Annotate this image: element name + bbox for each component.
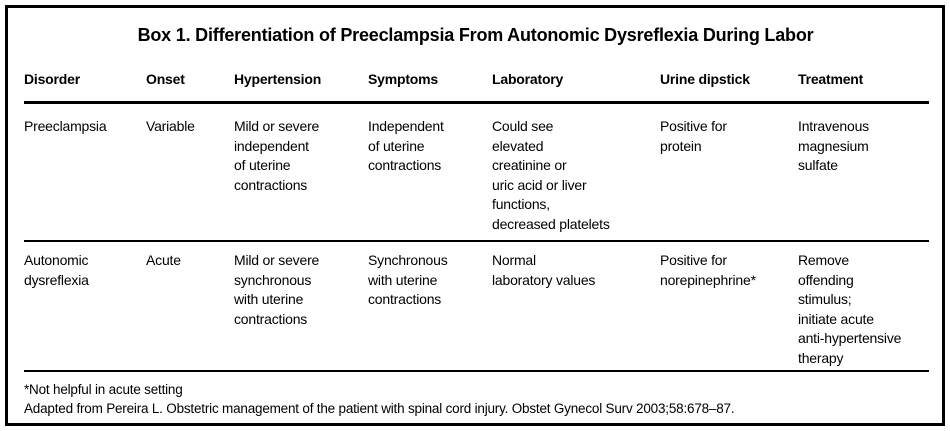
cell-treatment: Intravenous magnesium sulfate [798,118,869,173]
cell-hypertension: Mild or severe independent of uterine co… [234,118,320,193]
column-header-symptoms: Symptoms [368,71,438,87]
cell-onset: Acute [146,252,181,268]
column-header-hypertension: Hypertension [234,71,322,87]
cell-disorder: Preeclampsia [24,118,107,134]
cell-treatment: Remove offending stimulus; initiate acut… [798,252,902,366]
column-header-urine-dipstick: Urine dipstick [660,71,750,87]
cell-symptoms: Synchronous with uterine contractions [368,252,448,307]
cell-laboratory: Could see elevated creatinine or uric ac… [492,118,610,232]
cell-urine-dipstick: Positive for norepinephrine* [660,252,756,288]
cell-disorder: Autonomic dysreflexia [24,252,89,288]
table-row-preeclampsia: Preeclampsia Variable Mild or severe ind… [24,104,927,234]
column-header-disorder: Disorder [24,71,80,87]
footnote-divider [24,370,929,372]
cell-urine-dipstick: Positive for protein [660,118,727,154]
row-divider [24,240,929,242]
column-header-laboratory: Laboratory [492,71,564,87]
cell-laboratory: Normal laboratory values [492,252,596,288]
table-header-row: Disorder Onset Hypertension Symptoms Lab… [24,72,927,87]
box-content: Box 1. Differentiation of Preeclampsia F… [8,8,942,418]
box-title: Box 1. Differentiation of Preeclampsia F… [137,25,814,45]
footnote-source-citation: Adapted from Pereira L. Obstetric manage… [24,401,735,416]
footnote-asterisk: *Not helpful in acute setting [24,382,183,397]
cell-hypertension: Mild or severe synchronous with uterine … [234,252,320,327]
differentiation-box: Box 1. Differentiation of Preeclampsia F… [5,5,945,426]
cell-onset: Variable [146,118,195,134]
table-row-autonomic-dysreflexia: Autonomic dysreflexia Acute Mild or seve… [24,242,927,368]
cell-symptoms: Independent of uterine contractions [368,118,444,173]
header-divider [24,101,929,104]
column-header-treatment: Treatment [798,71,864,87]
column-header-onset: Onset [146,71,185,87]
